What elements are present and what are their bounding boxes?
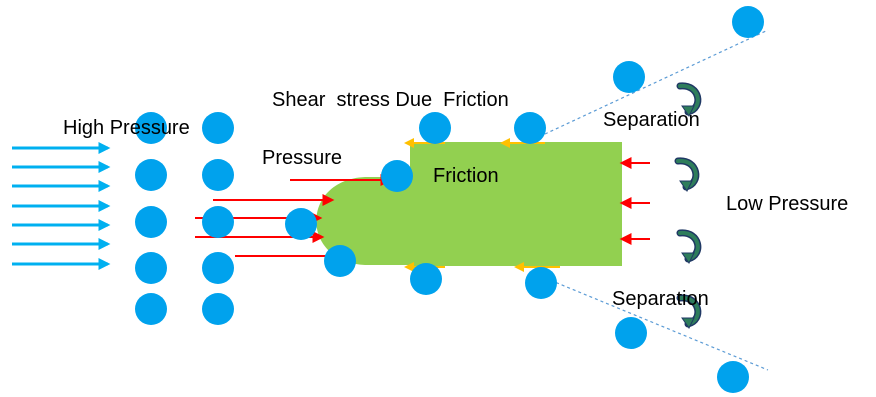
wake-line-top xyxy=(544,29,769,135)
wake-line-bottom xyxy=(544,277,769,371)
body-shape xyxy=(316,142,622,266)
particle xyxy=(202,159,234,191)
particle xyxy=(285,208,317,240)
vortex-icon xyxy=(676,294,702,329)
particle xyxy=(613,61,645,93)
label-shear-stress: Shear stress Due Friction xyxy=(272,89,509,111)
label-separation-bottom: Separation xyxy=(612,288,709,310)
particle xyxy=(717,361,749,393)
particle xyxy=(514,112,546,144)
particle xyxy=(202,252,234,284)
label-friction: Friction xyxy=(433,165,499,187)
particle xyxy=(525,267,557,299)
label-high-pressure: High Pressure xyxy=(63,117,190,139)
vortex-icon xyxy=(674,157,700,192)
particle xyxy=(324,245,356,277)
label-separation-top: Separation xyxy=(603,109,700,131)
particle xyxy=(732,6,764,38)
particle xyxy=(381,160,413,192)
vortex-icon xyxy=(676,82,702,117)
particle xyxy=(615,317,647,349)
particle xyxy=(410,263,442,295)
particle xyxy=(135,252,167,284)
pressure-arrows-rear xyxy=(619,157,650,245)
flow-arrows xyxy=(12,142,111,270)
label-pressure: Pressure xyxy=(262,147,343,169)
particle xyxy=(135,112,167,144)
vortices xyxy=(674,82,702,329)
particle xyxy=(202,293,234,325)
particle xyxy=(135,206,167,238)
particle xyxy=(202,206,234,238)
fluid-particles xyxy=(135,6,764,393)
particle xyxy=(135,159,167,191)
wake-lines xyxy=(544,29,769,371)
particle xyxy=(202,112,234,144)
label-low-pressure: Low Pressure xyxy=(726,193,849,215)
vortex-icon xyxy=(676,229,702,264)
particle xyxy=(135,293,167,325)
particle xyxy=(419,112,451,144)
body-rect xyxy=(410,142,622,266)
body-nose xyxy=(316,177,412,265)
